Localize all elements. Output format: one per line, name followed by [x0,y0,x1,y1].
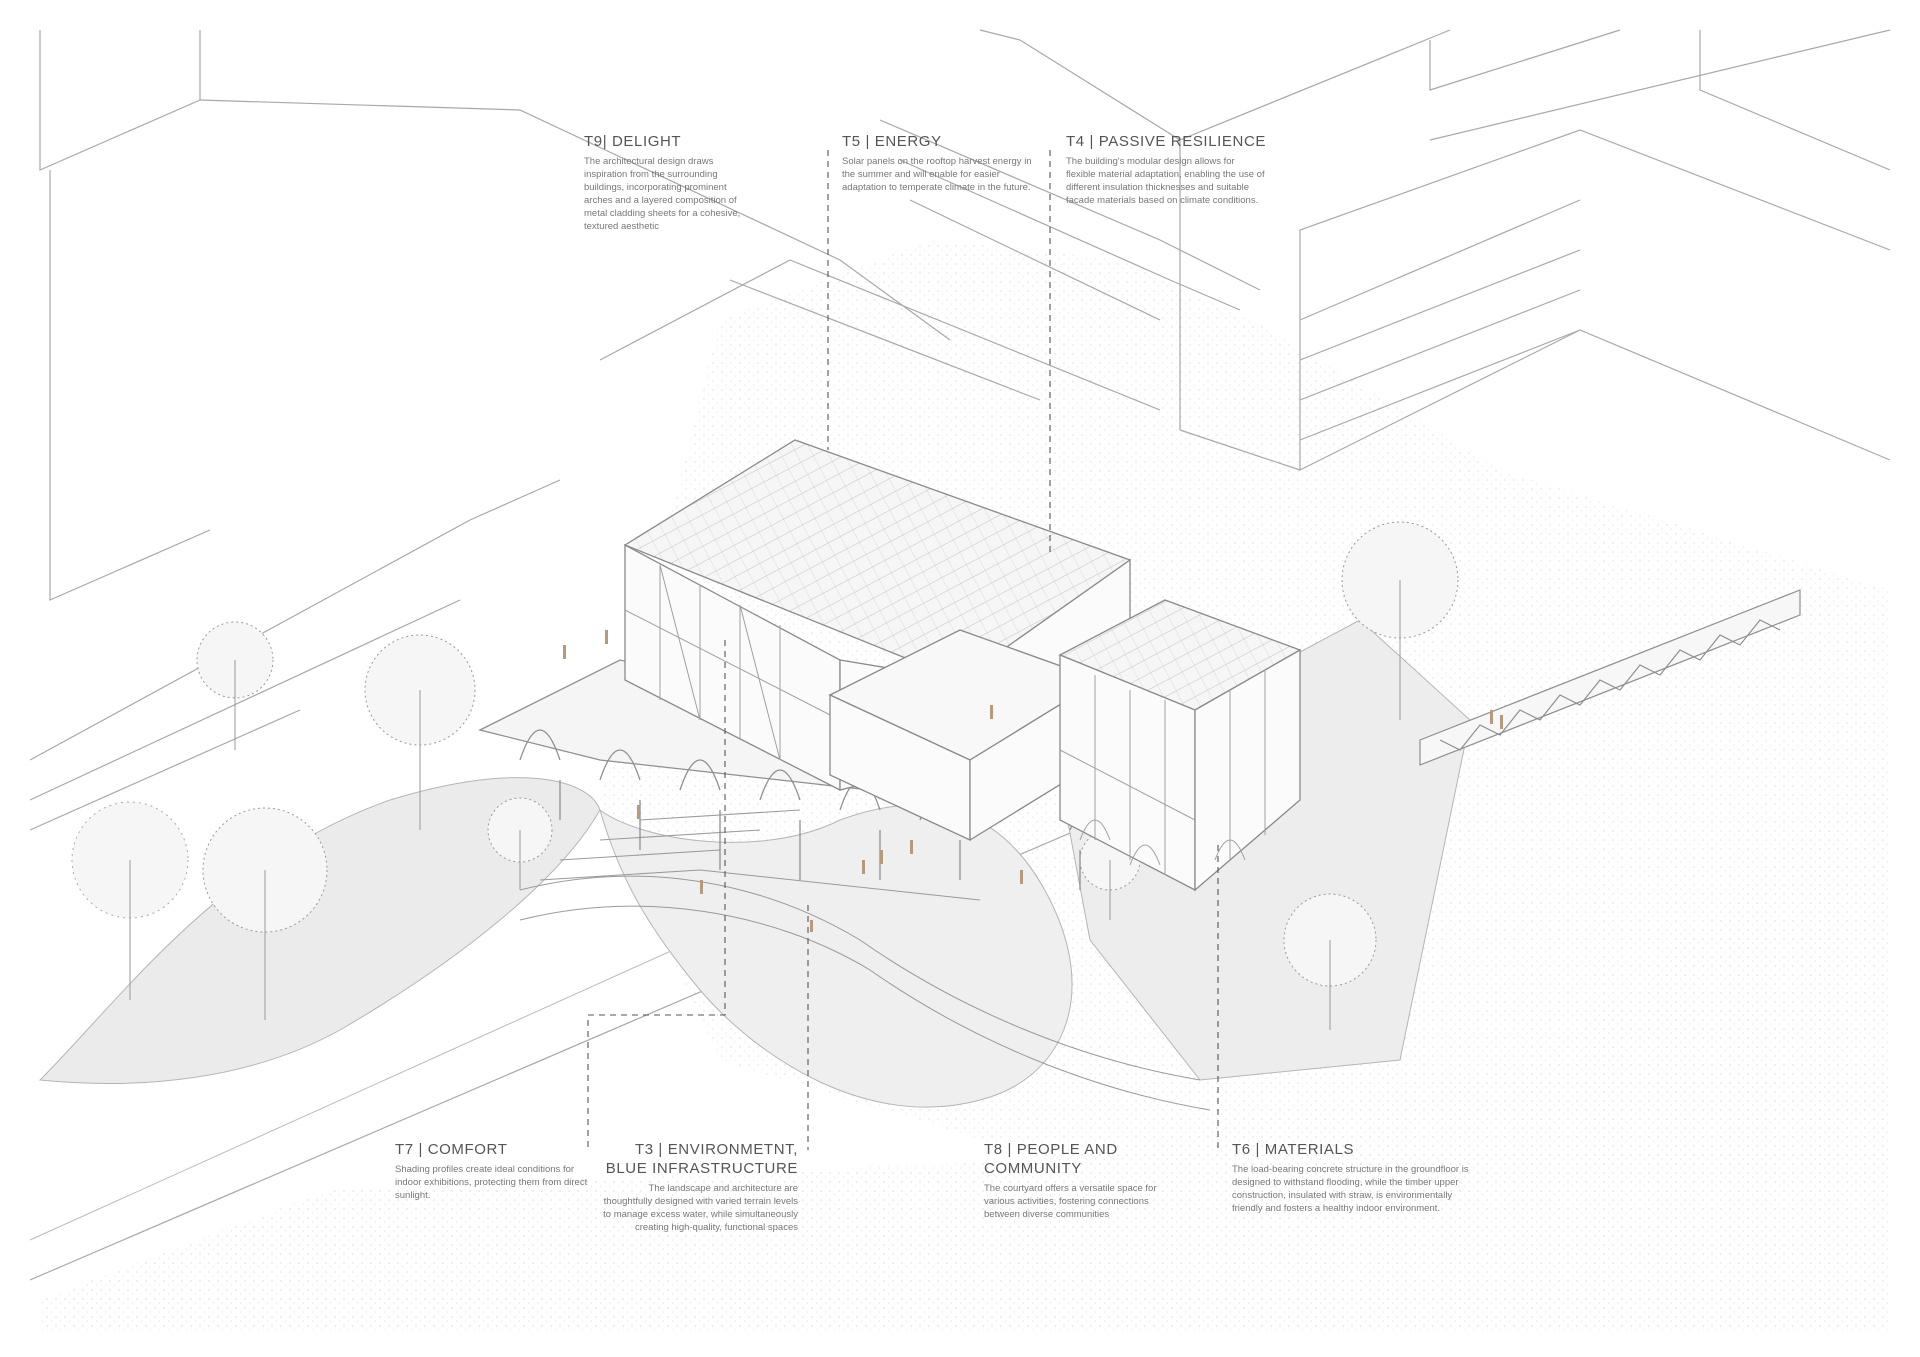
tree [71,801,189,1000]
trees [71,521,1459,1030]
annotation-text: The architectural design draws inspirati… [584,156,741,232]
tree [1341,521,1459,720]
annotation-title: T5 | ENERGY [842,133,942,150]
annotation-title-line1: T8 | PEOPLE AND [984,1141,1118,1158]
leader-t7 [587,640,726,1150]
people-figures [563,630,1503,932]
annotation-text: Shading profiles create ideal conditions… [395,1164,588,1201]
annotation-title-line2: BLUE INFRASTRUCTURE [605,1160,798,1177]
tree [202,807,328,1020]
annotation-text: The landscape and architecture are thoug… [603,1183,798,1233]
annotation-t9: T9| DELIGHT The architectural design dra… [584,132,754,233]
annotation-text: The building's modular design allows for… [1066,156,1265,206]
bridge-truss [1419,589,1801,766]
annotation-title-line2: COMMUNITY [984,1160,1082,1177]
annotation-t5: T5 | ENERGY Solar panels on the rooftop … [842,132,1042,194]
secondary-building [1058,599,1302,892]
annotation-t4: T4 | PASSIVE RESILIENCE The building's m… [1066,132,1266,207]
annotation-text: The courtyard offers a versatile space f… [984,1183,1157,1220]
annotation-t7: T7 | COMFORT Shading profiles create ide… [395,1140,590,1202]
tree [1283,893,1377,1030]
main-building [623,439,1132,842]
surrounding-buildings [29,29,1891,831]
annotation-title: T6 | MATERIALS [1232,1141,1355,1158]
annotation-t6: T6 | MATERIALS The load-bearing concrete… [1232,1140,1482,1215]
tree [364,634,476,830]
annotation-t3: T3 | ENVIRONMETNT, BLUE INFRASTRUCTURE T… [600,1140,798,1234]
leader-lines [587,150,1219,1150]
annotation-title: T7 | COMFORT [395,1141,508,1158]
annotation-title: T4 | PASSIVE RESILIENCE [1066,133,1266,150]
annotation-text: Solar panels on the rooftop harvest ener… [842,156,1032,193]
annotation-t8: T8 | PEOPLE AND COMMUNITY The courtyard … [984,1140,1159,1221]
tree [487,797,553,890]
annotation-text: The load-bearing concrete structure in t… [1232,1164,1469,1214]
annotation-title: T9| DELIGHT [584,133,682,150]
tree [196,621,274,750]
annotation-title-line1: T3 | ENVIRONMETNT, [634,1141,798,1158]
